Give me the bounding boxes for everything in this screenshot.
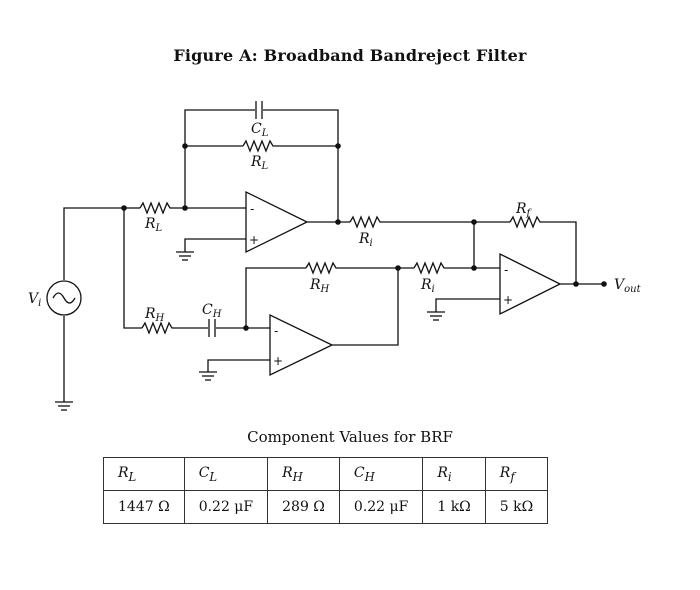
resistor-rh-mid [305,261,338,275]
junction-dot [335,219,341,225]
ground-source [55,401,73,411]
label-ri-2: Ri [420,277,435,295]
output-terminal-dot [601,281,607,287]
value-cell-ch: 0.22 μF [338,490,424,524]
resistor-rh-input [141,321,174,335]
label-rf: Rf [515,201,533,219]
opamp-1-minus: - [250,202,254,216]
wire-opamp2-ground [207,359,270,372]
component-labels: CL RL RL Ri Rf RH Ri RH CH Vi Vout [28,121,642,324]
value-cell-cl: 0.22 μF [183,490,269,524]
label-rl-input: RL [144,216,163,234]
value-cell-rl: 1447 Ω [103,490,185,524]
value-cell-ri: 1 kΩ [422,490,486,524]
figure-title: Figure A: Broadband Bandreject Filter [173,46,527,65]
ac-source-icon [46,280,82,316]
circuit-diagram: - + - + - + [28,101,642,411]
capacitor-cl [255,101,263,119]
value-cell-rh: 289 Ω [267,490,340,524]
header-cell-cl: CL [183,457,269,491]
ground-opamp-2 [199,371,217,381]
wire-sum-node [473,222,500,269]
opamp-3-minus: - [504,263,508,277]
junction-dot [335,143,341,149]
opamp-1: - + [245,190,309,254]
wire-input-down [123,208,142,329]
table-header-row: RL CL RH CH Ri Rf [103,457,549,491]
wire-source-top [63,207,124,280]
opamp-3: - + [499,252,562,316]
label-rh-mid: RH [309,277,330,295]
junction-dot [182,143,188,149]
value-cell-rf: 5 kΩ [484,490,549,524]
resistor-ri-1 [349,215,382,229]
junction-dot [471,265,477,271]
label-vi: Vi [28,291,41,309]
table-row: 1447 Ω 0.22 μF 289 Ω 0.22 μF 1 kΩ 5 kΩ [103,490,549,524]
resistor-rf [509,215,542,229]
ground-opamp-3 [427,311,445,321]
wire-rh-mid-left [245,267,306,328]
opamp-3-plus: + [503,293,513,307]
resistors [139,139,542,335]
junction-dot [182,205,188,211]
label-ch: CH [202,302,222,320]
resistor-rl-feedback [242,139,275,153]
header-cell-rl: RL [103,457,185,491]
resistor-ri-2 [413,261,446,275]
junction-dots [121,143,607,331]
header-cell-ch: CH [338,457,424,491]
wires [63,109,604,402]
wire-cl-left [184,109,255,208]
wire-opamp2-out [332,268,399,346]
header-cell-rh: RH [267,457,340,491]
header-cell-ri: Ri [422,457,486,491]
capacitor-ch [208,319,216,337]
wire-rf-right [542,221,577,284]
ground-opamp-1 [176,251,194,261]
opamp-2-plus: + [273,354,283,368]
resistor-rl-input [139,201,172,215]
label-vout: Vout [614,277,642,295]
junction-dot [121,205,127,211]
wire-opamp3-ground [435,298,500,312]
opamp-1-plus: + [249,233,259,247]
table-caption: Component Values for BRF [247,428,453,446]
label-rh-input: RH [144,306,165,324]
header-cell-rf: Rf [484,457,549,491]
opamp-2-minus: - [274,324,278,338]
junction-dot [395,265,401,271]
wire-opamp1-ground [184,238,246,252]
capacitors [208,101,263,337]
label-cl: CL [251,121,269,139]
junction-dot [471,219,477,225]
junction-dot [243,325,249,331]
label-ri-1: Ri [358,231,373,249]
component-values-table: RL CL RH CH Ri Rf 1447 Ω 0.22 μF 289 Ω 0… [103,457,549,524]
label-rl-feedback: RL [250,154,269,172]
opamp-2: - + [269,313,334,377]
junction-dot [573,281,579,287]
wire-cl-right [263,109,339,222]
